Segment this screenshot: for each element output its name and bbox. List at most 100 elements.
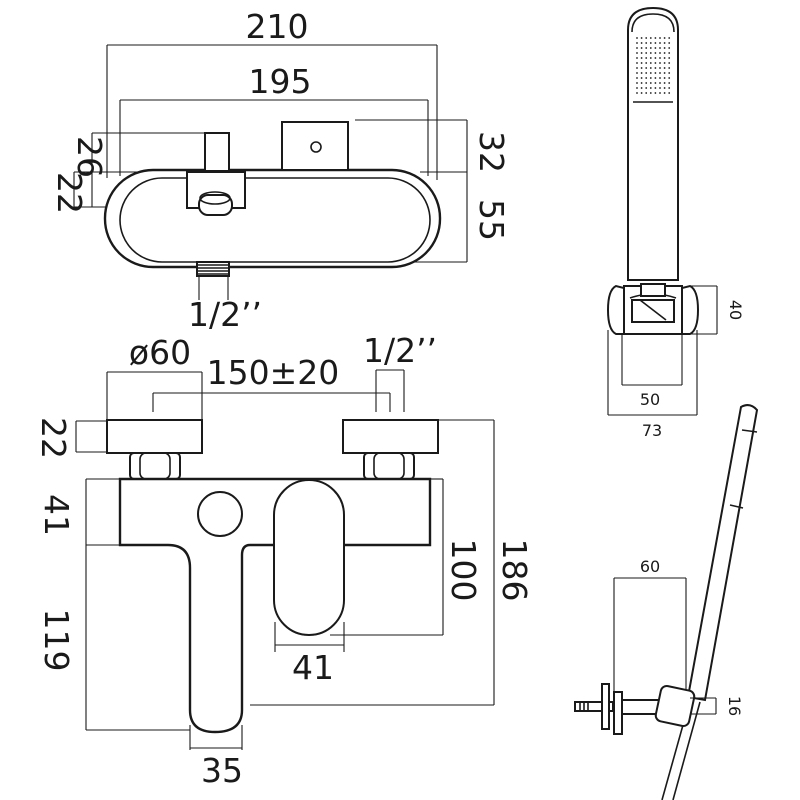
spray-dot [636, 62, 638, 64]
dim-body-height-label: 41 [37, 494, 76, 536]
dim-spout-drop-label: 119 [37, 609, 76, 672]
dim-handle-width-label: 41 [292, 648, 334, 687]
spray-dot [649, 77, 652, 79]
flange-right [342, 419, 439, 454]
spray-dot [659, 52, 661, 54]
spray-dot [654, 67, 657, 69]
spray-dot [668, 62, 671, 64]
spray-dot [659, 42, 661, 44]
spray-dot [659, 67, 661, 69]
spray-dot [663, 77, 666, 79]
spray-dot [636, 47, 638, 49]
spray-dot [640, 82, 643, 84]
spray-dot [636, 92, 638, 94]
spray-dot [668, 87, 671, 89]
wall-plate [613, 691, 623, 735]
top-view: 210 195 26 22 32 55 [50, 7, 511, 334]
spray-dot [649, 87, 652, 89]
spray-dot [645, 57, 648, 59]
spray-dot [645, 72, 648, 74]
spray-face-dots [636, 37, 671, 94]
spray-dot [636, 82, 638, 84]
threaded-inlet-top [196, 261, 230, 277]
dim-handle-height-label: 100 [444, 539, 483, 602]
spray-dot [645, 47, 648, 49]
spray-dot [649, 42, 652, 44]
spray-dot [649, 72, 652, 74]
spray-dot [663, 87, 666, 89]
spray-dot [654, 47, 657, 49]
handset-holder [606, 283, 700, 335]
spray-dot [663, 47, 666, 49]
spray-dot [668, 52, 671, 54]
spray-dot [654, 72, 657, 74]
spray-dot [636, 52, 638, 54]
spray-dot [640, 52, 643, 54]
inlet-size-label-top: 1/2’’ [188, 295, 262, 334]
spray-dot [636, 77, 638, 79]
spray-dot [654, 82, 657, 84]
spray-dot [668, 72, 671, 74]
dim-centres-label: 150±20 [207, 353, 340, 392]
dim-holder-inner-label: 50 [640, 390, 660, 409]
spray-dot [654, 57, 657, 59]
spray-dot [649, 37, 652, 39]
wall-fixing [574, 683, 614, 730]
spray-dot [659, 37, 661, 39]
spray-dot [645, 92, 648, 94]
hose-side-view: 60 16 [574, 404, 759, 800]
spray-dot [654, 42, 657, 44]
spray-dot [649, 82, 652, 84]
spray-dot [659, 77, 661, 79]
spray-dot [668, 57, 671, 59]
diverter-knob [197, 491, 243, 537]
dim-32-label: 32 [472, 131, 511, 173]
spray-dot [636, 87, 638, 89]
nut-right [363, 452, 415, 480]
spray-dot [663, 92, 666, 94]
spray-dot [668, 37, 671, 39]
dim-diameter-label: ø60 [129, 333, 191, 372]
spray-dot [654, 62, 657, 64]
dim-holder-outer-label: 73 [642, 421, 662, 440]
spray-dot [636, 67, 638, 69]
dim-projection-label: 186 [495, 539, 534, 602]
spray-dot [659, 57, 661, 59]
spray-dot [659, 87, 661, 89]
spray-dot [654, 92, 657, 94]
dim-holder-height-label: 40 [726, 300, 745, 320]
spray-dot [640, 62, 643, 64]
spray-dot [659, 72, 661, 74]
spray-dot [654, 87, 657, 89]
spray-dot [659, 47, 661, 49]
handle-top [281, 121, 349, 171]
spray-dot [649, 57, 652, 59]
spray-dot [645, 52, 648, 54]
spout-outlet [198, 194, 233, 216]
dim-flange-depth-label: 22 [34, 417, 73, 459]
dim-hose-projection-label: 60 [640, 557, 660, 576]
mixer-body-top [103, 168, 442, 269]
spray-dot [636, 72, 638, 74]
handset-head [627, 6, 679, 281]
handset-angled [686, 404, 759, 702]
spray-dot [645, 62, 648, 64]
spray-dot [663, 57, 666, 59]
spray-dot [668, 42, 671, 44]
spray-dot [659, 62, 661, 64]
dim-195-label: 195 [249, 62, 312, 101]
spray-dot [649, 62, 652, 64]
spray-dot [649, 47, 652, 49]
dim-pipe-height-label: 16 [725, 696, 744, 716]
spray-dot [640, 77, 643, 79]
spray-dot [668, 82, 671, 84]
dim-55-label: 55 [472, 199, 511, 241]
handle-lever-front [273, 479, 345, 636]
nut-left [129, 452, 181, 480]
spray-dot [645, 37, 648, 39]
bracket-holder [654, 684, 696, 728]
spray-dot [663, 72, 666, 74]
spray-dot [654, 37, 657, 39]
spray-dot [654, 77, 657, 79]
spray-dot [640, 67, 643, 69]
